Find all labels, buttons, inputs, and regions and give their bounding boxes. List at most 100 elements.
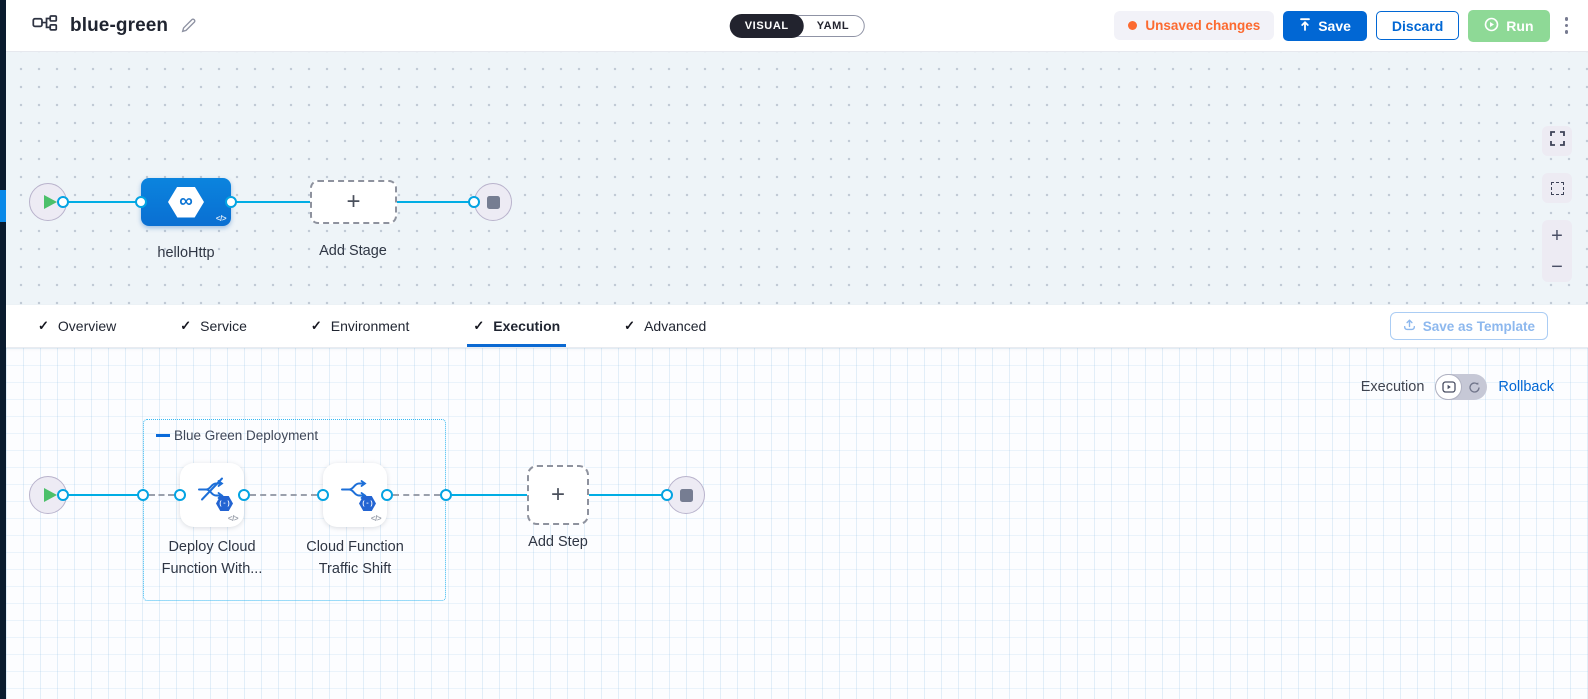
template-upload-icon (1403, 318, 1416, 334)
unsaved-dot-icon (1128, 21, 1138, 30)
connector-port[interactable] (137, 489, 149, 501)
tab-label: Overview (57, 318, 117, 334)
header-actions: Unsaved changes Save Discard (1114, 9, 1588, 42)
add-step-label: Add Step (528, 534, 588, 550)
stop-square-icon (486, 195, 500, 209)
stage-graph-canvas[interactable]: ∞ </> helloHttp + Add Stage + (6, 52, 1588, 305)
stage-wire (231, 201, 310, 203)
toggle-visual[interactable]: VISUAL (729, 13, 804, 38)
fullscreen-button[interactable] (1542, 126, 1572, 156)
connector-port[interactable] (440, 489, 452, 501)
save-label: Save (1318, 17, 1351, 34)
left-nav-strip (0, 0, 6, 699)
execution-wire-dashed (393, 494, 440, 496)
zoom-in-button[interactable]: + (1551, 224, 1563, 247)
connector-port[interactable] (238, 489, 250, 501)
more-options-kebab-icon[interactable] (1559, 13, 1575, 38)
function-badge-icon: (-) (359, 496, 376, 511)
execution-mode-label: Execution (1360, 379, 1425, 395)
connector-port[interactable] (381, 489, 393, 501)
execution-wire-dashed (250, 494, 317, 496)
add-stage-button[interactable]: + (310, 180, 397, 224)
run-play-icon (1484, 17, 1499, 35)
stage-wire (397, 201, 474, 203)
discard-label: Discard (1391, 17, 1444, 34)
fit-to-screen-button[interactable] (1542, 173, 1572, 203)
group-dash-icon (156, 434, 170, 437)
execution-toggle-on[interactable] (1435, 374, 1463, 400)
rollback-link[interactable]: Rollback (1498, 379, 1554, 395)
tab-environment[interactable]: ✓ Environment (311, 305, 410, 347)
save-button[interactable]: Save (1283, 10, 1367, 41)
fullscreen-icon (1549, 131, 1565, 151)
execution-end-node[interactable] (667, 476, 705, 514)
unsaved-changes-badge: Unsaved changes (1114, 11, 1275, 40)
execution-wire (589, 494, 667, 496)
step-code-icon: </> (227, 514, 239, 523)
fit-to-screen-icon (1550, 181, 1564, 195)
zoom-out-button[interactable]: − (1551, 255, 1563, 278)
visual-yaml-toggle: VISUAL YAML (729, 13, 865, 38)
execution-wire-dashed (149, 494, 174, 496)
connector-port[interactable] (135, 196, 147, 208)
deploy-cloud-function-icon (195, 476, 229, 509)
start-play-icon (43, 195, 57, 209)
toggle-yaml[interactable]: YAML (816, 19, 850, 32)
pipeline-graph-icon (32, 14, 58, 37)
plus-icon: + (346, 188, 361, 215)
run-button[interactable]: Run (1468, 9, 1550, 42)
left-nav-accent (0, 190, 6, 222)
connector-port[interactable] (225, 196, 237, 208)
tab-service[interactable]: ✓ Service (180, 305, 247, 347)
connector-port[interactable] (57, 489, 69, 501)
step-group-blue-green-deployment[interactable] (143, 419, 446, 601)
connector-port[interactable] (174, 489, 186, 501)
tab-label: Service (200, 318, 247, 334)
tab-advanced[interactable]: ✓ Advanced (624, 305, 706, 347)
plus-icon: + (550, 481, 565, 508)
pipeline-end-node[interactable] (474, 183, 512, 221)
stage-code-icon: </> (215, 214, 227, 223)
check-icon: ✓ (473, 318, 485, 333)
check-icon: ✓ (310, 318, 322, 333)
stage-wire (63, 201, 141, 203)
function-badge-icon: (-) (216, 496, 233, 511)
header-bar: blue-green VISUAL YAML Unsaved changes (6, 0, 1588, 52)
step-deploy-cloud-function[interactable]: (-) </> (180, 463, 244, 527)
execution-graph-canvas[interactable]: Execution Rollback (6, 348, 1588, 699)
save-as-template-label: Save as Template (1422, 318, 1535, 334)
stop-square-icon (679, 488, 693, 502)
tab-execution[interactable]: ✓ Execution (467, 305, 566, 347)
step-label: Deploy Cloud Function With... (161, 539, 263, 578)
discard-button[interactable]: Discard (1375, 11, 1460, 40)
connector-port[interactable] (661, 489, 673, 501)
connector-port[interactable] (317, 489, 329, 501)
check-icon: ✓ (180, 318, 192, 333)
execution-wire (63, 494, 143, 496)
check-icon: ✓ (38, 318, 49, 333)
execution-mode-row: Execution Rollback (1361, 374, 1554, 400)
traffic-shift-icon (338, 476, 372, 509)
connector-port[interactable] (57, 196, 69, 208)
step-group-label: Blue Green Deployment (156, 428, 318, 443)
step-cloud-function-traffic-shift[interactable]: (-) </> (323, 463, 387, 527)
save-as-template-button[interactable]: Save as Template (1389, 312, 1548, 340)
add-step-button[interactable]: + (527, 465, 589, 525)
tab-overview[interactable]: ✓ Overview (38, 305, 116, 347)
stage-node-label: helloHttp (157, 245, 215, 261)
edit-title-pencil-icon[interactable] (180, 17, 197, 34)
rollback-toggle-off[interactable] (1462, 381, 1487, 394)
page-title: blue-green (70, 14, 169, 36)
execution-rollback-toggle[interactable] (1435, 374, 1488, 400)
connector-port[interactable] (468, 196, 480, 208)
stage-node-hellohttp[interactable]: ∞ </> (141, 178, 231, 226)
tab-label: Advanced (644, 318, 707, 334)
zoom-controls: + − (1542, 220, 1572, 282)
title-group: blue-green (6, 14, 197, 37)
tab-label: Environment (330, 318, 410, 334)
step-label: Cloud Function Traffic Shift (306, 539, 404, 578)
run-label: Run (1506, 17, 1534, 34)
start-play-icon (43, 488, 57, 502)
execution-wire (452, 494, 527, 496)
